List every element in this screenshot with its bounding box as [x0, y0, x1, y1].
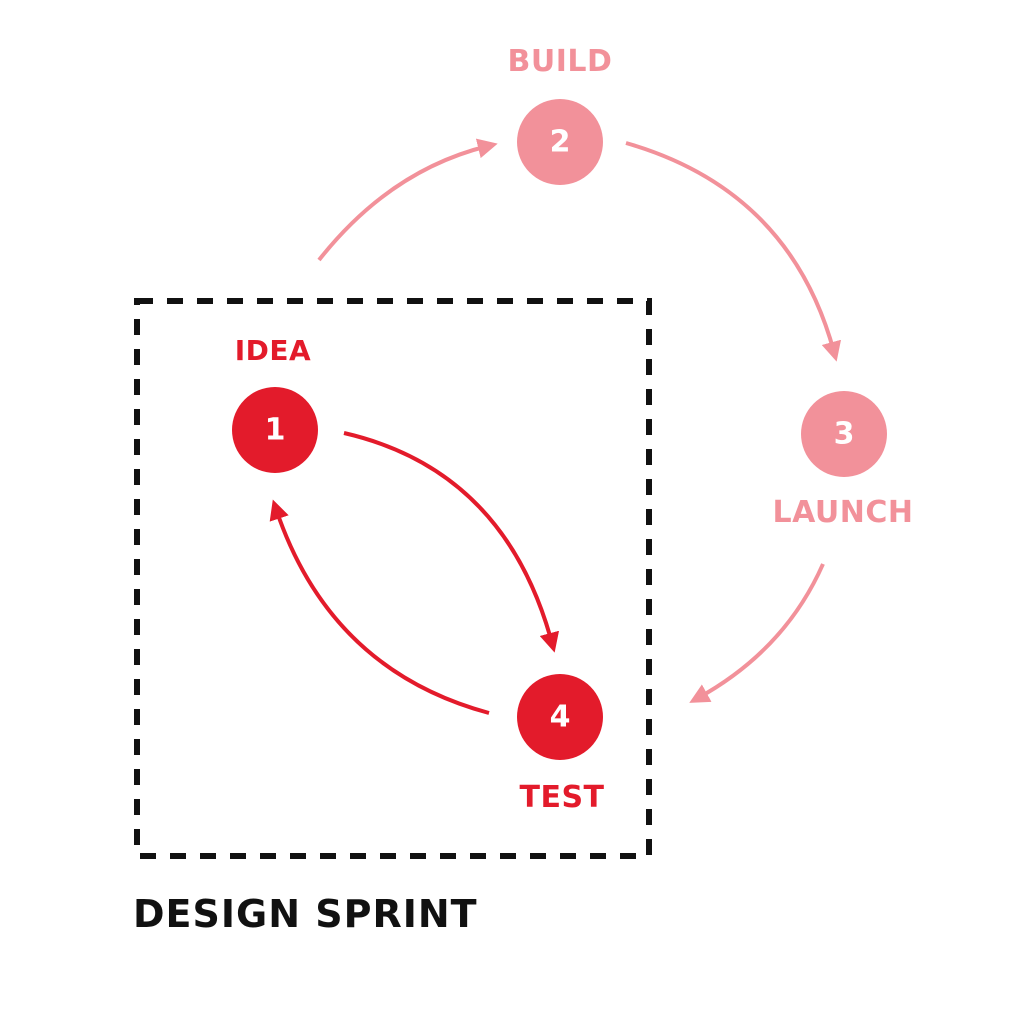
arrow-idea-to-build: [317, 138, 498, 262]
node-launch-circle: [801, 391, 887, 477]
node-test-label: TEST: [519, 780, 605, 815]
arrow-launch-to-test: [689, 563, 825, 703]
node-idea-label: IDEA: [234, 334, 312, 367]
node-idea-circle: [232, 387, 318, 473]
node-test-circle: [517, 674, 603, 760]
node-build-circle: [517, 99, 603, 185]
node-build-number: 2: [549, 124, 571, 160]
node-launch-label: LAUNCH: [772, 495, 914, 530]
arrow-build-to-launch: [625, 141, 842, 362]
node-build-label: BUILD: [507, 44, 613, 79]
node-test-number: 4: [549, 699, 571, 735]
arrow-test-to-idea: [269, 499, 490, 715]
design-sprint-label: DESIGN SPRINT: [133, 892, 478, 936]
node-launch-number: 3: [833, 416, 855, 452]
node-idea-number: 1: [264, 412, 286, 448]
arrow-idea-to-test: [343, 431, 560, 653]
design-sprint-frame: [134, 298, 652, 859]
